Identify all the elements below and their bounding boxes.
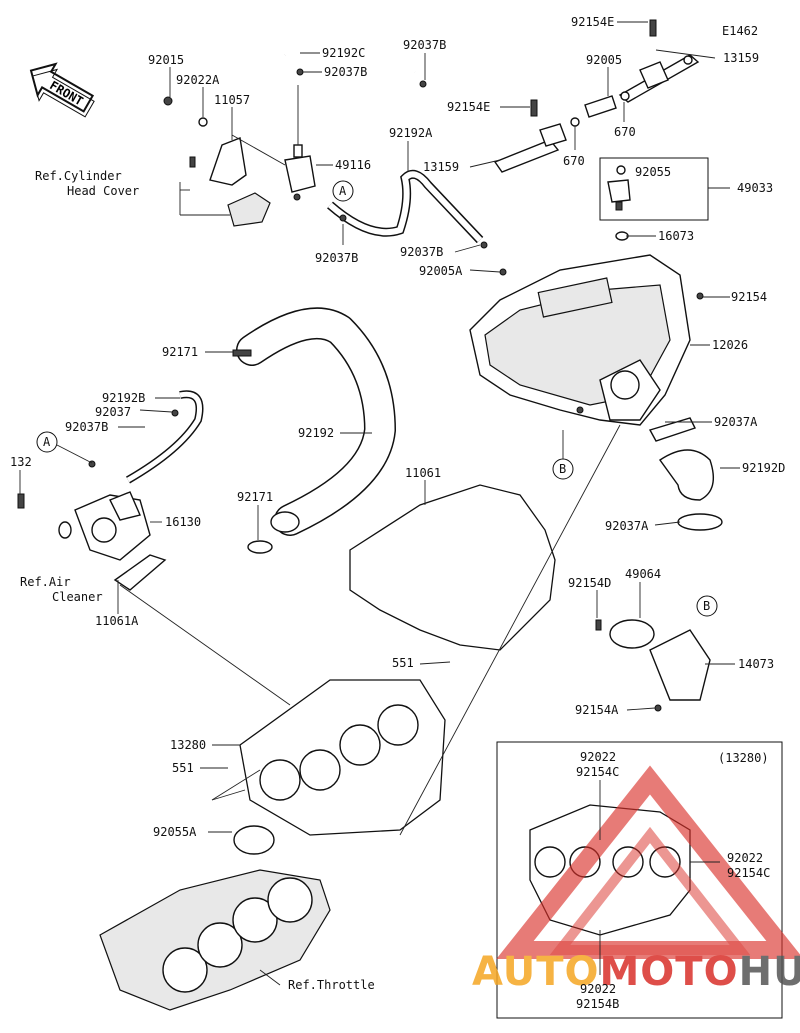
label-92037B: 92037B (400, 245, 443, 259)
label-92037B: 92037B (324, 65, 367, 79)
label-12026: 12026 (712, 338, 748, 352)
label-92192C: 92192C (322, 46, 365, 60)
ref-air-cleaner-1: Ref.Air (20, 575, 71, 589)
svg-text:AUTOMOTOHUB: AUTOMOTOHUB (472, 949, 800, 995)
inset-label-92022: 92022 (727, 851, 763, 865)
label-92171: 92171 (162, 345, 198, 359)
label-49064: 49064 (625, 567, 661, 581)
inset-label-92022: 92022 (580, 750, 616, 764)
label-92192B: 92192B (102, 391, 145, 405)
label-16130: 16130 (165, 515, 201, 529)
label-13159: 13159 (723, 51, 759, 65)
label-92171: 92171 (237, 490, 273, 504)
ref-throttle: Ref.Throttle (288, 978, 375, 992)
callout-labels: 92154E 13159 92005 670 92154E 13159 670 … (10, 15, 785, 1011)
throttle-gasket-13280 (233, 679, 446, 855)
label-92005A: 92005A (419, 264, 463, 278)
label-92037A: 92037A (605, 519, 649, 533)
label-92154E: 92154E (571, 15, 614, 29)
reed-valve-assembly (17, 390, 204, 591)
duct-assembly (595, 417, 723, 712)
intake-hose (232, 307, 397, 554)
label-670: 670 (563, 154, 585, 168)
connector-B-right: B (696, 595, 718, 617)
throttle-body (99, 869, 331, 1011)
automotohub-watermark: AUTOMOTOHUB (472, 765, 800, 995)
label-132: 132 (10, 455, 32, 469)
label-92022A: 92022A (176, 73, 220, 87)
label-92154: 92154 (731, 290, 767, 304)
inset-label-92154C: 92154C (576, 765, 619, 779)
ref-air-cleaner-2: Cleaner (52, 590, 103, 604)
label-92154D: 92154D (568, 576, 611, 590)
label-16073: 16073 (658, 229, 694, 243)
front-arrow: FRONT (29, 62, 95, 118)
leader-lines (19, 21, 740, 986)
label-49116: 49116 (335, 158, 371, 172)
label-49033: 49033 (737, 181, 773, 195)
label-92055A: 92055A (153, 825, 197, 839)
connector-A-left: A (36, 431, 58, 453)
label-551: 551 (392, 656, 414, 670)
label-11057: 11057 (214, 93, 250, 107)
label-92015: 92015 (148, 53, 184, 67)
reference-labels: Ref.Cylinder Head Cover Ref.Air Cleaner … (20, 169, 375, 992)
label-92192A: 92192A (389, 126, 433, 140)
label-551: 551 (172, 761, 194, 775)
gasket-11061 (349, 484, 556, 651)
watermark-hub: HUB (739, 949, 800, 995)
label-670: 670 (614, 125, 636, 139)
connector-A-upper: A (332, 180, 354, 202)
sensor-box (599, 157, 709, 241)
ref-cylinder-head-2: Head Cover (67, 184, 139, 198)
label-11061: 11061 (405, 466, 441, 480)
svg-text:A: A (339, 184, 347, 198)
label-92037B: 92037B (403, 38, 446, 52)
label-92154A: 92154A (575, 703, 619, 717)
label-92037: 92037 (95, 405, 131, 419)
ref-cylinder-head-1: Ref.Cylinder (35, 169, 122, 183)
air-cleaner-housing (469, 254, 704, 426)
label-92037A: 92037A (714, 415, 758, 429)
pcv-pipe-assembly (493, 19, 700, 173)
label-92055: 92055 (635, 165, 671, 179)
watermark-moto: MOTO (600, 949, 739, 995)
label-92037B: 92037B (65, 420, 108, 434)
svg-text:B: B (559, 462, 566, 476)
label-92037B: 92037B (315, 251, 358, 265)
figure-code: E1462 (722, 24, 758, 38)
label-11061A: 11061A (95, 614, 139, 628)
label-13280: 13280 (170, 738, 206, 752)
inset-label-92022: 92022 (580, 982, 616, 996)
svg-text:A: A (43, 435, 51, 449)
label-92005: 92005 (586, 53, 622, 67)
label-13159: 13159 (423, 160, 459, 174)
label-92192D: 92192D (742, 461, 785, 475)
watermark-auto: AUTO (472, 949, 600, 995)
label-92154E: 92154E (447, 100, 490, 114)
inset-title: (13280) (718, 751, 769, 765)
hose-valve-assembly (163, 52, 507, 276)
label-92192: 92192 (298, 426, 334, 440)
connector-B-lower: B (552, 458, 574, 480)
svg-text:B: B (703, 599, 710, 613)
inset-label-92154C: 92154C (727, 866, 770, 880)
label-14073: 14073 (738, 657, 774, 671)
inset-label-92154B: 92154B (576, 997, 619, 1011)
